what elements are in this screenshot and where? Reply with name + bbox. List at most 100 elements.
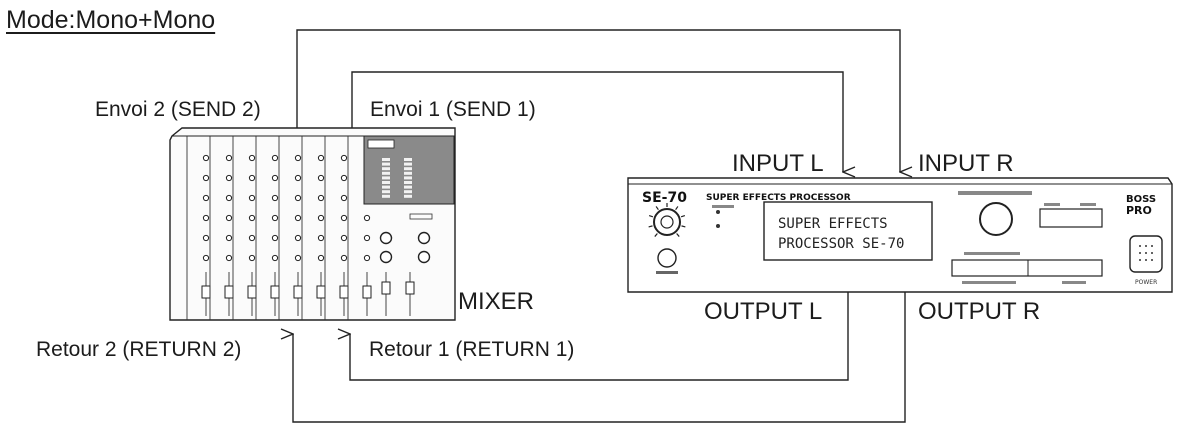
led-indicator xyxy=(716,224,720,228)
master-fader-cap xyxy=(381,281,391,295)
power-grille-dot xyxy=(1151,259,1153,261)
channel-knob xyxy=(271,154,279,162)
channel-knob xyxy=(271,174,279,182)
button-row-upper xyxy=(1039,208,1103,228)
mixer-label: MIXER xyxy=(458,288,535,315)
knob-tick xyxy=(680,214,686,218)
input-r-label: INPUT R xyxy=(918,150,1014,177)
channel-knob xyxy=(225,214,233,222)
master-fader-cap xyxy=(405,281,415,295)
channel-knob xyxy=(248,214,256,222)
power-grille-dot xyxy=(1145,245,1147,247)
cable-send1-to-input-l xyxy=(351,71,843,172)
output-l-label: OUTPUT L xyxy=(704,298,823,325)
meter-segment xyxy=(382,171,390,175)
channel-knob xyxy=(317,234,325,242)
master-knob xyxy=(379,250,393,264)
mixer xyxy=(169,127,456,321)
led-indicator xyxy=(716,210,720,214)
channel-knob xyxy=(317,174,325,182)
channel-knob xyxy=(225,174,233,182)
channel-knob xyxy=(248,194,256,202)
power-grille-dot xyxy=(1151,245,1153,247)
channel-knob xyxy=(202,234,210,242)
meter-segment xyxy=(404,185,412,189)
page-title: Mode:Mono+Mono xyxy=(6,6,216,34)
channel-knob xyxy=(225,154,233,162)
master-knob xyxy=(417,250,431,264)
master-knob xyxy=(379,231,393,245)
channel-knob xyxy=(202,254,210,262)
input-level-knob xyxy=(653,208,681,236)
power-label: POWER xyxy=(1135,279,1157,286)
meter-segment xyxy=(404,162,412,166)
value-dial xyxy=(979,202,1013,236)
meter-segment xyxy=(404,190,412,194)
lcd-line-2: PROCESSOR SE-70 xyxy=(778,236,904,252)
meter-segment xyxy=(382,190,390,194)
power-grille-dot xyxy=(1145,259,1147,261)
channel-knob xyxy=(225,194,233,202)
cable-send2-to-input-r xyxy=(296,29,900,172)
fader-cap xyxy=(293,285,303,299)
power-grille-dot xyxy=(1145,252,1147,254)
channel-knob xyxy=(248,154,256,162)
channel-knob xyxy=(317,254,325,262)
input-l-label: INPUT L xyxy=(732,150,824,177)
channel-knob xyxy=(294,194,302,202)
knob-tick xyxy=(675,206,679,211)
lcd-line-1: SUPER EFFECTS xyxy=(778,216,888,232)
meter-segment xyxy=(382,181,390,184)
effects-processor: SE-70 SUPER EFFECTS PROCESSOR SUPER EFFE… xyxy=(627,177,1173,293)
meter-segment xyxy=(404,176,412,180)
fader-cap xyxy=(362,285,372,299)
channel-knob xyxy=(294,154,302,162)
meter-segment xyxy=(404,158,412,161)
fader-cap xyxy=(201,285,211,299)
mixer-meter-badge xyxy=(367,139,395,149)
channel-knob xyxy=(340,194,348,202)
knob-tick xyxy=(681,225,686,228)
channel-knob xyxy=(271,194,279,202)
processor-name: SUPER EFFECTS PROCESSOR xyxy=(706,193,851,203)
power-button-grille xyxy=(1139,245,1153,261)
mixer-channel-strips xyxy=(186,136,372,320)
mixer-small-plate xyxy=(409,213,433,220)
channel-knob xyxy=(294,214,302,222)
cable-output-r-to-return2 xyxy=(293,292,906,423)
fader-cap xyxy=(339,285,349,299)
button-row-lower xyxy=(951,259,1103,277)
meter-segment xyxy=(404,167,412,171)
channel-knob xyxy=(340,254,348,262)
channel-knob xyxy=(294,174,302,182)
channel-knob xyxy=(248,174,256,182)
meter-segment xyxy=(382,185,390,189)
channel-knob xyxy=(225,234,233,242)
channel-knob xyxy=(202,194,210,202)
channel-knob xyxy=(317,194,325,202)
channel-knob xyxy=(271,234,279,242)
meter-segment xyxy=(404,194,412,198)
meter-segment xyxy=(382,176,390,180)
power-grille-dot xyxy=(1139,259,1141,261)
fader-cap xyxy=(316,285,326,299)
channel-knob xyxy=(340,214,348,222)
channel-knob xyxy=(271,254,279,262)
knob-tick xyxy=(648,225,653,228)
channel-knob xyxy=(202,174,210,182)
lcd-display xyxy=(763,201,933,261)
channel-knob xyxy=(225,254,233,262)
brand-logo-bottom: PRO xyxy=(1126,204,1152,217)
master-knob xyxy=(417,231,431,245)
channel-knob xyxy=(202,154,210,162)
meter-segment xyxy=(404,171,412,175)
meter-segment xyxy=(382,162,390,166)
bypass-button xyxy=(657,248,677,268)
meter-segment xyxy=(382,158,390,161)
input-knob-scale xyxy=(648,203,686,237)
channel-knob xyxy=(340,234,348,242)
channel-knob xyxy=(248,234,256,242)
channel-knob xyxy=(340,174,348,182)
channel-knob xyxy=(340,154,348,162)
knob-tick xyxy=(655,206,659,211)
